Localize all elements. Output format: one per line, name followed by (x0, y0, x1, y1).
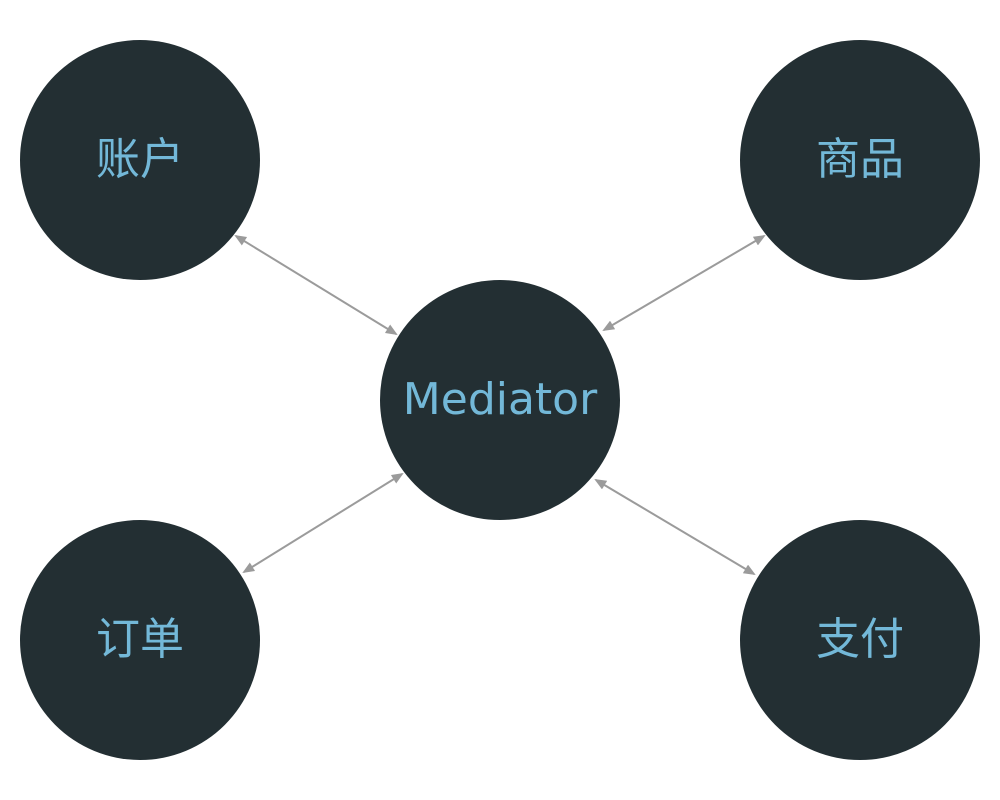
node-payment: 支付 (740, 520, 980, 760)
node-product-label: 商品 (816, 134, 904, 185)
node-order-label: 订单 (96, 614, 184, 665)
arrow-account-mediator (234, 234, 398, 336)
node-payment-label: 支付 (816, 614, 904, 665)
node-mediator-label: Mediator (402, 374, 598, 425)
node-account-label: 账户 (96, 134, 184, 185)
arrow-payment-mediator (594, 478, 756, 576)
node-product: 商品 (740, 40, 980, 280)
node-mediator: Mediator (380, 280, 620, 520)
arrow-product-mediator (602, 234, 766, 332)
node-account: 账户 (20, 40, 260, 280)
arrow-order-mediator (242, 472, 404, 574)
node-order: 订单 (20, 520, 260, 760)
